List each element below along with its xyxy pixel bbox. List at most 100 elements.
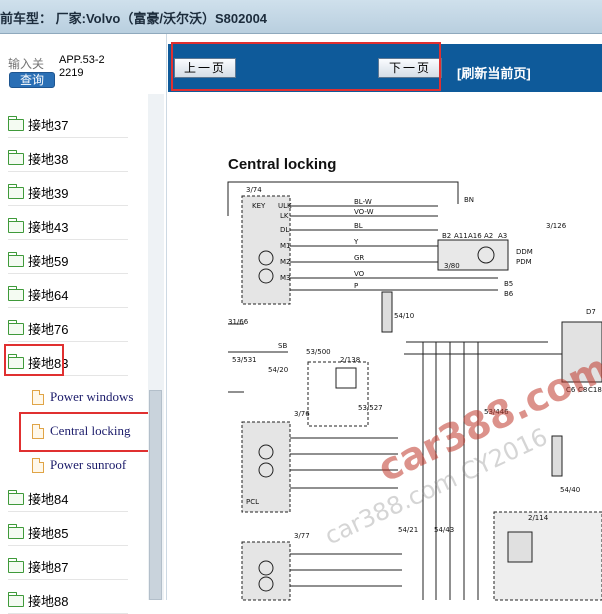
pin-label: B5 bbox=[504, 280, 513, 288]
refresh-current-page-link[interactable]: [刷新当前页] bbox=[457, 66, 531, 81]
wire-color-label: Y bbox=[353, 238, 359, 246]
folder-icon bbox=[7, 319, 24, 335]
connector-label: 54/20 bbox=[268, 366, 288, 374]
pin-label: ULK bbox=[278, 202, 292, 210]
folder-icon bbox=[7, 591, 24, 607]
tree-item-ground-88[interactable]: 接地88 bbox=[7, 588, 128, 614]
folder-icon bbox=[7, 183, 24, 199]
wire-color-label: VO bbox=[354, 270, 365, 278]
pin-label: M3 bbox=[280, 274, 291, 282]
module-3-80 bbox=[437, 239, 509, 271]
door-module-3-76 bbox=[241, 421, 291, 513]
document-icon bbox=[32, 389, 44, 405]
folder-icon bbox=[7, 149, 24, 165]
open-folder-icon bbox=[7, 353, 24, 369]
wiring-diagram: 3/74 KEY ULK LK DL M1 M2 M3 BL-W VO-W BL… bbox=[227, 181, 602, 601]
highlight-box-page-buttons bbox=[171, 42, 441, 91]
page-title: 前车型： 厂家:Volvo（富豪/沃尔沃）S802004 bbox=[0, 11, 268, 26]
tree-item-ground-85[interactable]: 接地85 bbox=[7, 520, 128, 546]
connector-label: 2/114 bbox=[528, 514, 549, 522]
tree-item-ground-64[interactable]: 接地64 bbox=[7, 282, 128, 308]
connector-label: 53/531 bbox=[232, 356, 257, 364]
pin-label: DL bbox=[280, 226, 289, 234]
document-icon bbox=[32, 457, 44, 473]
connector-label: 3/77 bbox=[294, 532, 310, 540]
tree-item-ground-59[interactable]: 接地59 bbox=[7, 248, 128, 274]
connector-label: 54/40 bbox=[560, 486, 580, 494]
search-input[interactable] bbox=[8, 56, 54, 72]
connector-label: 3/74 bbox=[246, 186, 262, 194]
page-toolbar: 上一页 下一页 [刷新当前页] bbox=[168, 44, 602, 92]
next-page-button[interactable]: 下一页 bbox=[378, 58, 442, 78]
folder-icon bbox=[7, 285, 24, 301]
pin-label: A3 bbox=[498, 232, 507, 240]
pin-label: C6 bbox=[566, 386, 576, 394]
connector-label: 3/126 bbox=[546, 222, 567, 230]
folder-icon bbox=[7, 217, 24, 233]
connector-label: 3/80 bbox=[444, 262, 460, 270]
left-navigation-panel: 查询 APP.53-22219 接地37 接地38 接地39 接地43 接地59… bbox=[0, 34, 167, 614]
connector-label: 54/10 bbox=[394, 312, 414, 320]
pin-label: M1 bbox=[280, 242, 291, 250]
tree-item-ground-76[interactable]: 接地76 bbox=[7, 316, 128, 342]
wire-color-label: BL bbox=[354, 222, 363, 230]
tree-item-ground-38[interactable]: 接地38 bbox=[7, 146, 128, 172]
pin-label: B2 bbox=[442, 232, 451, 240]
document-icon bbox=[32, 423, 44, 439]
sub-item-central-locking[interactable]: Central locking bbox=[32, 418, 142, 444]
wire-color-label: SB bbox=[278, 342, 287, 350]
title-bar: 前车型： 厂家:Volvo（富豪/沃尔沃）S802004 bbox=[0, 0, 602, 34]
scrollbar-thumb[interactable] bbox=[149, 390, 162, 600]
wire-color-label: P bbox=[354, 282, 358, 290]
wire-color-label: BN bbox=[464, 196, 474, 204]
pin-label: A16 bbox=[468, 232, 482, 240]
pin-label: A11 bbox=[454, 232, 468, 240]
folder-icon bbox=[7, 557, 24, 573]
pin-label: M2 bbox=[280, 258, 291, 266]
highlight-box-central-locking bbox=[19, 412, 151, 452]
pin-label: D7 bbox=[586, 308, 596, 316]
tree-item-ground-83[interactable]: 接地83 bbox=[7, 350, 128, 376]
module-label: DDM bbox=[516, 248, 533, 256]
tree-item-ground-37[interactable]: 接地37 bbox=[7, 112, 128, 138]
connector-label: 2/138 bbox=[340, 356, 360, 364]
pin-label: A2 bbox=[484, 232, 493, 240]
pin-label: C8 bbox=[578, 386, 587, 394]
pin-label: LK bbox=[280, 212, 289, 220]
folder-icon bbox=[7, 251, 24, 267]
wire-color-label: GR bbox=[354, 254, 364, 262]
connector-label: 54/43 bbox=[434, 526, 454, 534]
diagram-title: Central locking bbox=[228, 156, 337, 173]
wire-color-label: BL-W bbox=[354, 198, 372, 206]
folder-icon bbox=[7, 523, 24, 539]
module-label: PDM bbox=[516, 258, 532, 266]
connector-label: 53/446 bbox=[484, 408, 509, 416]
tree-item-ground-43[interactable]: 接地43 bbox=[7, 214, 128, 240]
wire-color-label: VO-W bbox=[354, 208, 374, 216]
previous-page-button[interactable]: 上一页 bbox=[174, 58, 236, 78]
door-module-3-74 bbox=[241, 195, 291, 305]
connector-label: 31/66 bbox=[228, 318, 249, 326]
wiring-diagram-area: Central locking bbox=[168, 92, 602, 601]
pin-label: KEY bbox=[252, 202, 266, 210]
pin-label: PCL bbox=[246, 498, 259, 506]
folder-icon bbox=[7, 115, 24, 131]
connector-label: 54/21 bbox=[398, 526, 418, 534]
tree-item-ground-84[interactable]: 接地84 bbox=[7, 486, 128, 512]
connector-label: 53/500 bbox=[306, 348, 331, 356]
folder-icon bbox=[7, 489, 24, 505]
tree-item-ground-39[interactable]: 接地39 bbox=[7, 180, 128, 206]
pin-label: C18 bbox=[588, 386, 602, 394]
connector-label: 53/527 bbox=[358, 404, 383, 412]
right-module bbox=[561, 321, 602, 383]
connector-label: 3/76 bbox=[294, 410, 310, 418]
app-code-text: APP.53-22219 bbox=[59, 54, 105, 79]
search-button[interactable]: 查询 bbox=[9, 72, 55, 88]
pin-label: B6 bbox=[504, 290, 514, 298]
highlight-box-ground-83 bbox=[4, 344, 64, 376]
search-area: 查询 APP.53-22219 bbox=[0, 34, 150, 92]
door-module-3-77 bbox=[241, 541, 291, 601]
tree-item-ground-87[interactable]: 接地87 bbox=[7, 554, 128, 580]
sub-item-power-windows[interactable]: Power windows bbox=[32, 384, 142, 410]
sub-item-power-sunroof[interactable]: Power sunroof bbox=[32, 452, 142, 478]
